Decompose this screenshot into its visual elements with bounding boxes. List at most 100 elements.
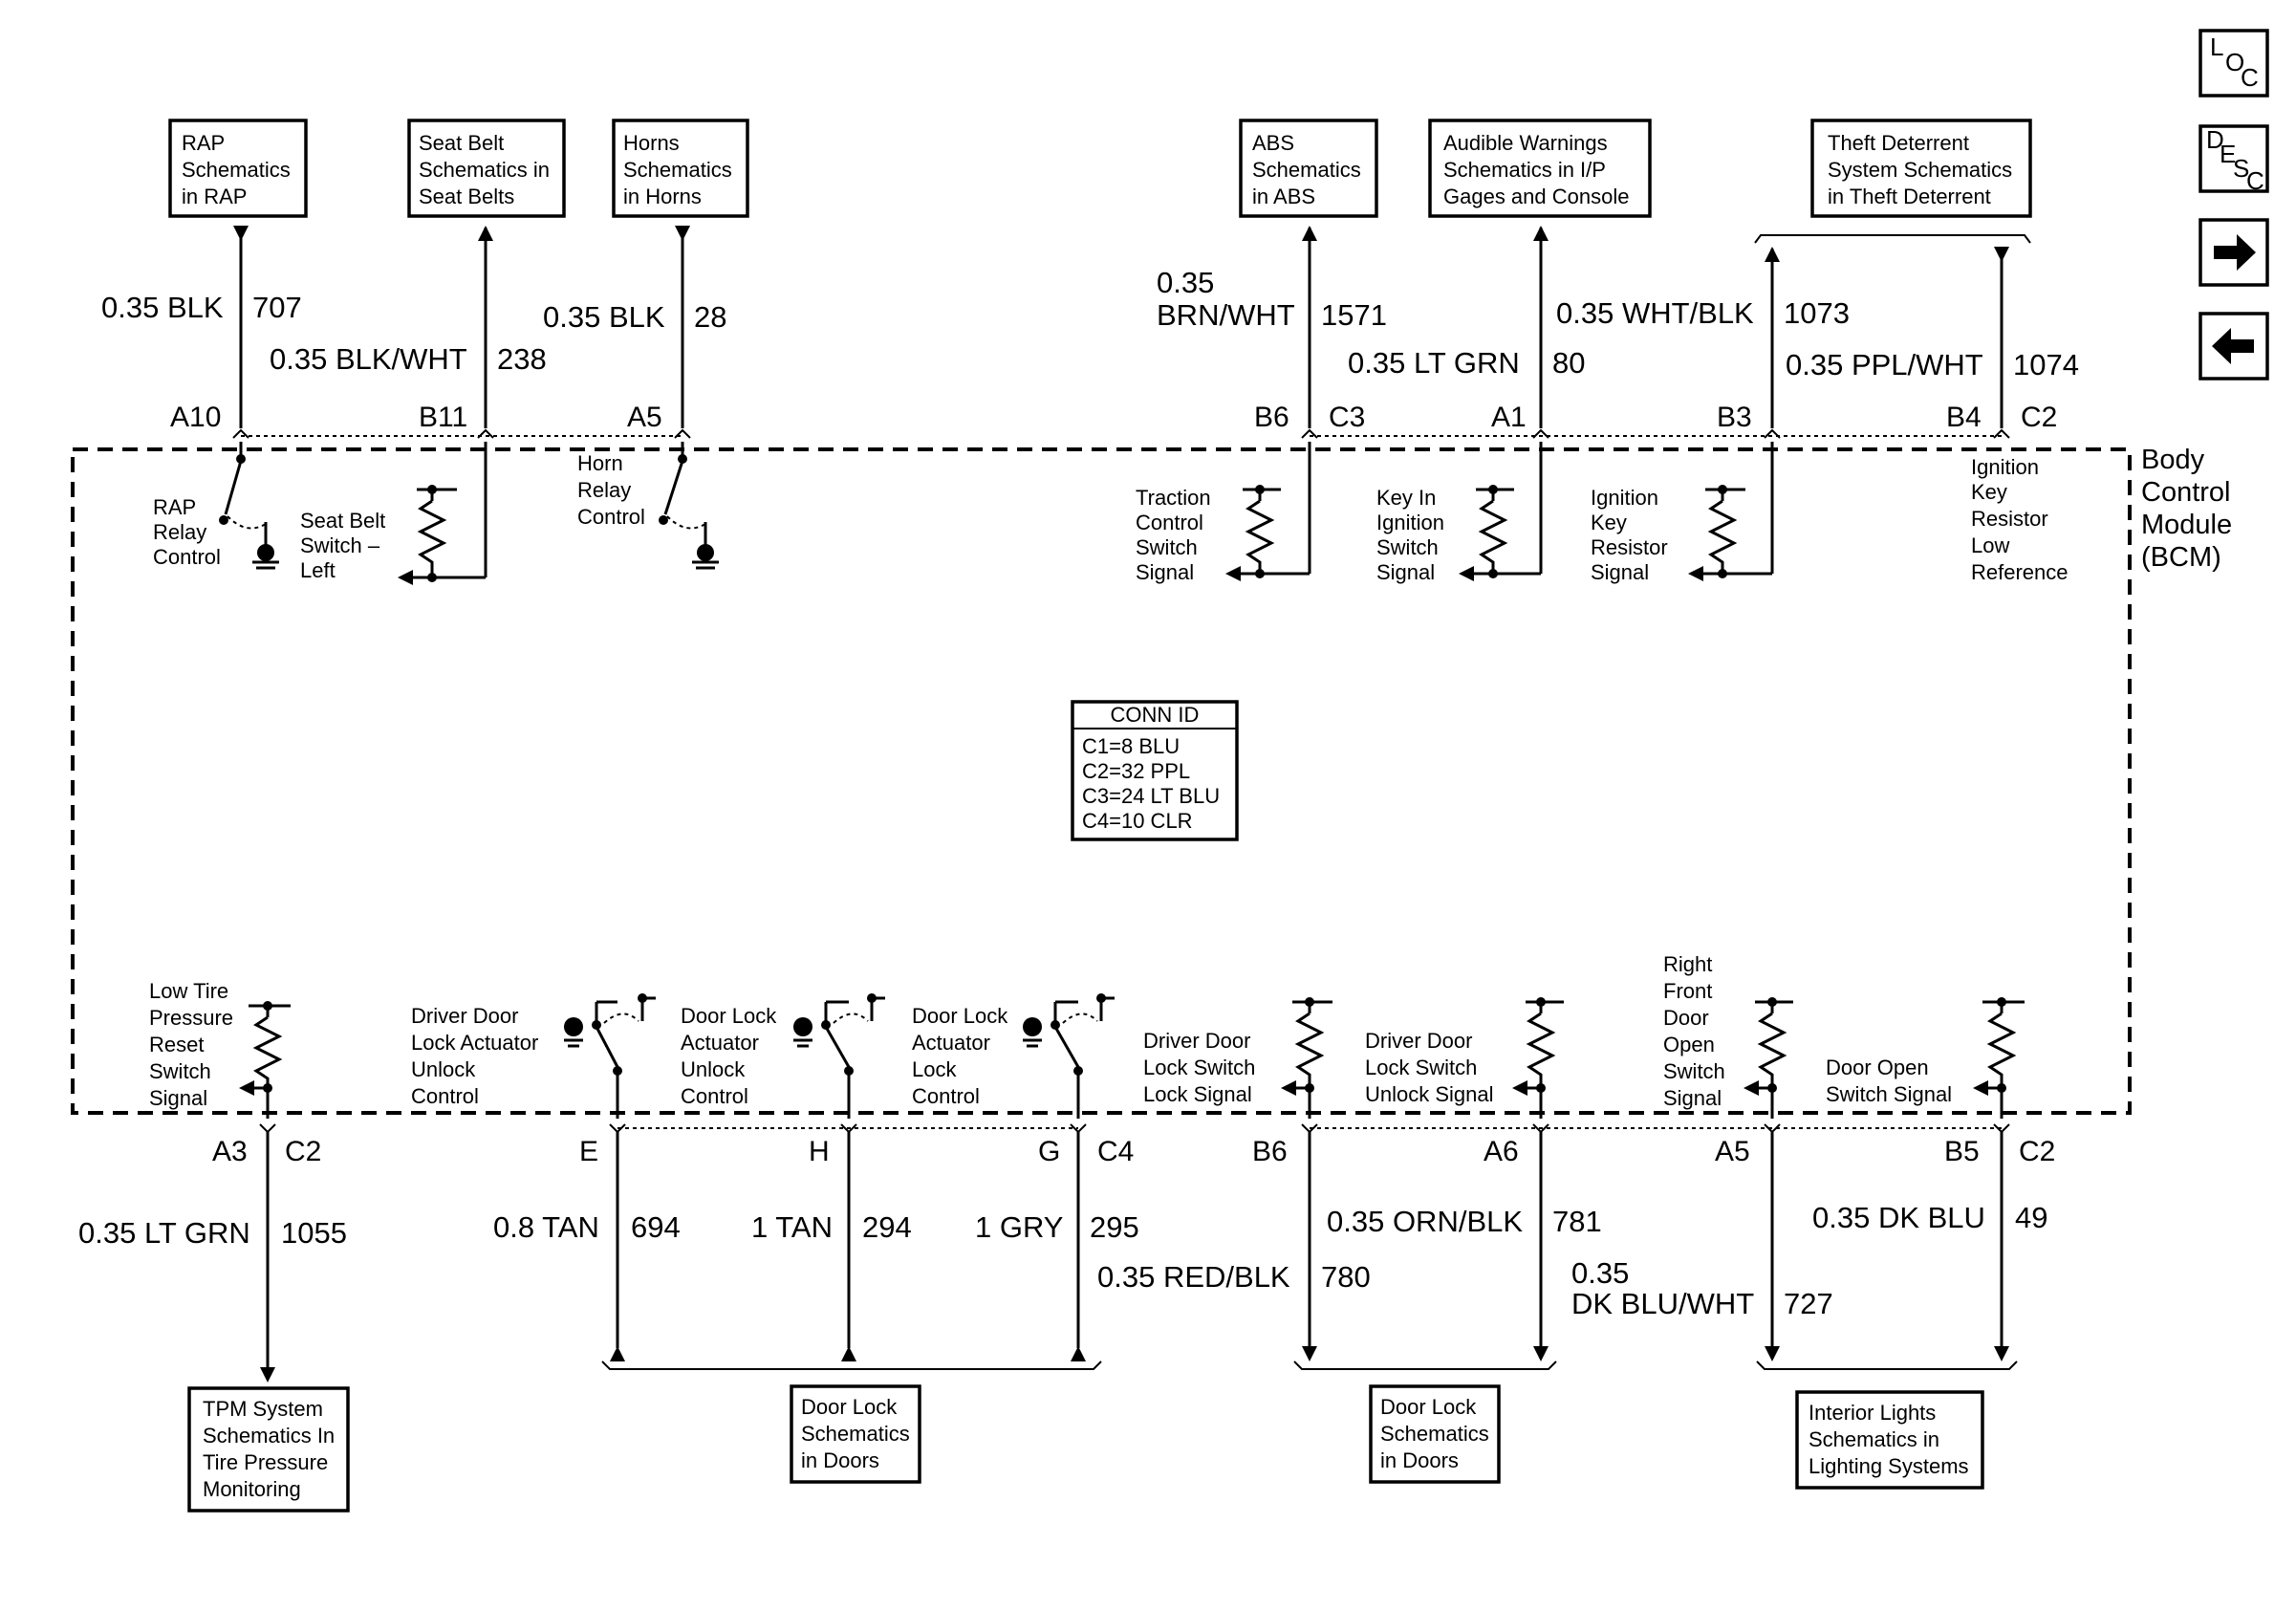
top-wire-28-circuit: 28 — [694, 300, 726, 334]
top-wire-1073 — [1764, 247, 1781, 439]
bottom-wire-781 — [1532, 1123, 1549, 1361]
door-open-pullup — [1973, 997, 2025, 1119]
ref-box-interior-lights-line-3: Lighting Systems — [1809, 1454, 1969, 1478]
top-wire-1571-gauge-line-1: 0.35 — [1157, 266, 1214, 299]
rf-door-open-label-5: Switch — [1663, 1059, 1725, 1083]
top-wire-1571-connector: C3 — [1329, 402, 1365, 433]
horn-relay-switch — [659, 442, 719, 570]
ref-box-abs[interactable]: ABS Schematics in ABS — [1239, 119, 1378, 218]
conn-id-line-2: C2=32 PPL — [1082, 759, 1190, 783]
top-wire-80 — [1532, 226, 1549, 439]
ignition-key-resistor-label-1: Ignition — [1591, 486, 1658, 510]
top-wire-1074 — [1993, 247, 2010, 439]
ignition-key-resistor-label-4: Signal — [1591, 560, 1649, 584]
top-wire-707-pin: A10 — [170, 402, 221, 433]
ref-box-tpm-line-4: Monitoring — [203, 1477, 301, 1501]
top-wire-238-pin: B11 — [419, 402, 467, 433]
top-wire-1073-pin: B3 — [1717, 402, 1752, 433]
door-lock-unlock-label-2: Actuator — [681, 1031, 759, 1055]
traction-label-2: Control — [1136, 511, 1203, 534]
top-wire-707 — [232, 226, 249, 439]
ref-box-theft-deterrent-line-2: System Schematics — [1828, 158, 2012, 182]
ref-box-abs-line-2: Schematics — [1252, 158, 1361, 182]
bottom-wire-294-circuit: 294 — [862, 1210, 912, 1244]
desc-button[interactable]: D E S C — [2199, 124, 2269, 195]
bottom-wire-49-pin: B5 — [1944, 1136, 1980, 1167]
door-lock-lock-label-2: Actuator — [912, 1031, 990, 1055]
door-open-label-2: Switch Signal — [1826, 1082, 1952, 1106]
bottom-wire-781-pin: A6 — [1484, 1136, 1519, 1167]
ignition-key-resistor-pullup — [1688, 442, 1774, 581]
ref-box-audible-warnings[interactable]: Audible Warnings Schematics in I/P Gages… — [1428, 119, 1652, 218]
bottom-wire-694-gauge: 0.8 TAN — [493, 1210, 599, 1244]
ref-box-door-lock-left-line-2: Schematics — [801, 1422, 910, 1446]
ref-box-door-lock-right-line-1: Door Lock — [1380, 1395, 1477, 1419]
door-lock-unlock-switch — [793, 993, 885, 1119]
ref-box-door-lock-right[interactable]: Door Lock Schematics in Doors — [1369, 1384, 1501, 1484]
ref-box-interior-lights-line-1: Interior Lights — [1809, 1401, 1936, 1425]
ref-box-horns[interactable]: Horns Schematics in Horns — [612, 119, 749, 218]
bottom-wire-1055-gauge: 0.35 LT GRN — [78, 1216, 250, 1250]
seat-belt-label-3: Left — [300, 558, 336, 582]
bottom-wire-780-circuit: 780 — [1321, 1260, 1371, 1294]
resistor-low-ref-label-1: Ignition — [1971, 455, 2039, 479]
top-wire-80-pin: A1 — [1491, 402, 1527, 433]
desc-letter-s: S — [2233, 154, 2249, 183]
bcm-outline — [71, 447, 2132, 1115]
driver-door-unlock-switch — [564, 993, 656, 1119]
bottom-wire-694 — [609, 1123, 626, 1361]
bottom-wire-727-circuit: 727 — [1784, 1287, 1833, 1320]
desc-letter-e: E — [2220, 140, 2236, 168]
ref-box-seat-belt[interactable]: Seat Belt Schematics in Seat Belts — [407, 119, 566, 218]
top-wire-1073-gauge: 0.35 WHT/BLK — [1556, 296, 1754, 330]
ref-box-tpm[interactable]: TPM System Schematics In Tire Pressure M… — [187, 1386, 350, 1513]
rap-relay-label-1: RAP — [153, 495, 196, 519]
tire-pressure-label-3: Reset — [149, 1033, 204, 1056]
ref-box-rap[interactable]: RAP Schematics in RAP — [168, 119, 308, 218]
top-wire-28 — [674, 226, 691, 439]
bottom-wire-295-connector: C4 — [1097, 1136, 1134, 1167]
top-wire-238 — [477, 226, 494, 439]
interior-lights-bracket — [1756, 1361, 2018, 1370]
loc-letter-c: C — [2241, 63, 2259, 92]
previous-page-button[interactable] — [2199, 312, 2269, 381]
driver-door-lock-signal-label-2: Lock Switch — [1143, 1056, 1255, 1079]
driver-door-lock-signal-label-3: Lock Signal — [1143, 1082, 1252, 1106]
top-wire-707-gauge: 0.35 BLK — [101, 291, 224, 324]
tire-pressure-label-4: Switch — [149, 1059, 211, 1083]
next-page-button[interactable] — [2199, 218, 2269, 287]
ref-box-audible-warnings-line-2: Schematics in I/P — [1443, 158, 1606, 182]
ref-box-rap-line-3: in RAP — [182, 185, 247, 208]
ref-box-theft-deterrent[interactable]: Theft Deterrent System Schematics in The… — [1810, 119, 2032, 218]
loc-button[interactable]: L O C — [2199, 29, 2269, 98]
top-wire-238-gauge: 0.35 BLK/WHT — [270, 342, 467, 376]
resistor-low-ref-label-2: Key — [1971, 480, 2007, 504]
top-wire-1571 — [1301, 226, 1318, 439]
ref-box-horns-line-2: Schematics — [623, 158, 732, 182]
ref-box-seat-belt-line-2: Schematics in — [419, 158, 550, 182]
traction-label-4: Signal — [1136, 560, 1194, 584]
ref-box-interior-lights[interactable]: Interior Lights Schematics in Lighting S… — [1795, 1390, 1984, 1490]
top-wire-1571-gauge-line-2: BRN/WHT — [1157, 298, 1295, 332]
tire-pressure-label-2: Pressure — [149, 1006, 233, 1030]
desc-letter-c: C — [2246, 166, 2264, 195]
door-lock-bracket-right — [1293, 1361, 1557, 1370]
bottom-wire-49 — [1993, 1123, 2010, 1361]
bottom-wire-49-gauge: 0.35 DK BLU — [1812, 1201, 1985, 1234]
ref-box-horns-line-3: in Horns — [623, 185, 702, 208]
ref-box-door-lock-right-line-3: in Doors — [1380, 1448, 1459, 1472]
door-lock-lock-label-1: Door Lock — [912, 1004, 1008, 1028]
resistor-low-ref-label-3: Resistor — [1971, 507, 2048, 531]
ref-box-door-lock-left-line-1: Door Lock — [801, 1395, 898, 1419]
driver-door-unlock-signal-label-2: Lock Switch — [1365, 1056, 1477, 1079]
bottom-wire-1055 — [259, 1123, 276, 1382]
top-wire-238-circuit: 238 — [497, 342, 547, 376]
resistor-low-ref-label-4: Low — [1971, 533, 2009, 557]
top-wire-1571-circuit: 1571 — [1321, 298, 1387, 332]
driver-door-unlock-label-3: Unlock — [411, 1057, 476, 1081]
ref-box-door-lock-left[interactable]: Door Lock Schematics in Doors — [790, 1384, 921, 1484]
rap-relay-label-3: Control — [153, 545, 221, 569]
bottom-wire-694-pin: E — [579, 1136, 598, 1167]
rf-door-open-label-1: Right — [1663, 952, 1712, 976]
